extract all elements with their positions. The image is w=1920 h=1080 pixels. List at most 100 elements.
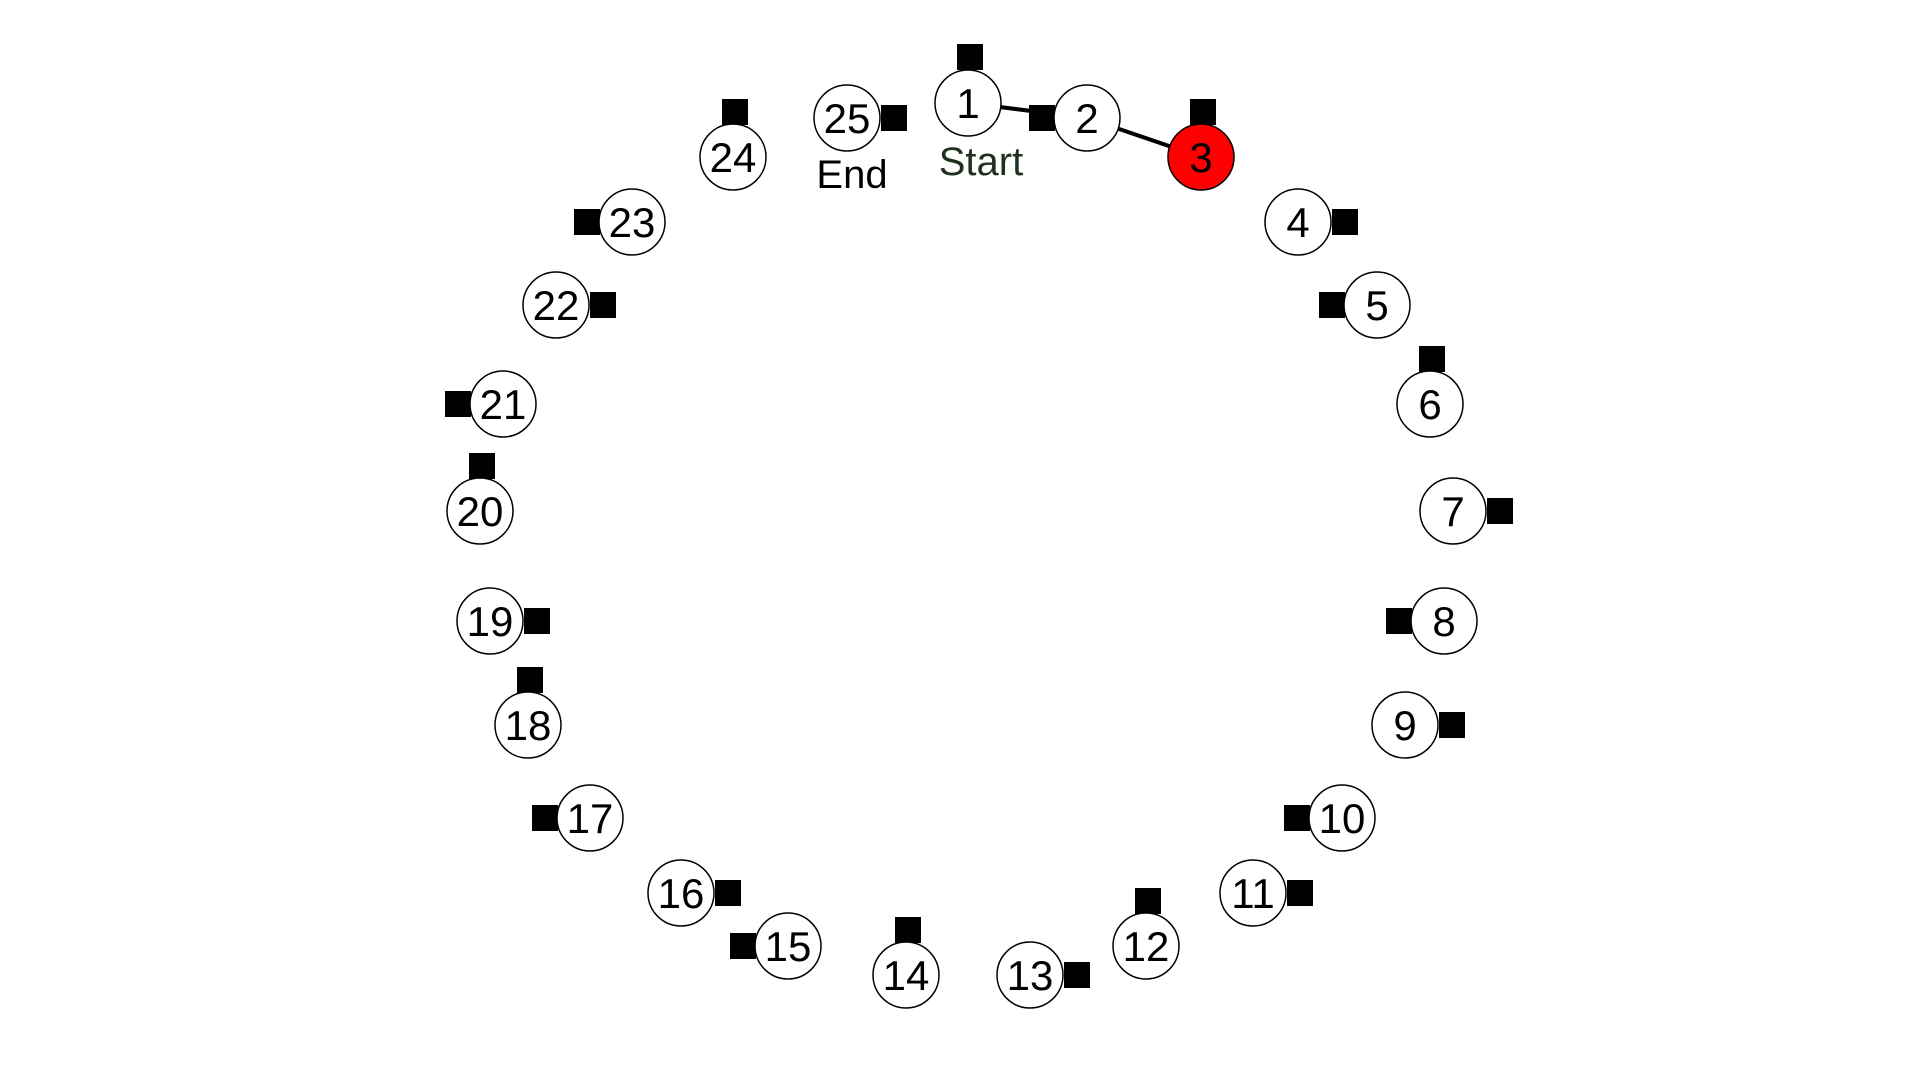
marker-square-15: [730, 933, 756, 959]
node-circle[interactable]: [813, 84, 881, 152]
marker-square-21: [445, 391, 471, 417]
node-1[interactable]: 1: [934, 69, 1002, 137]
node-label: 9: [1393, 702, 1416, 749]
node-15[interactable]: 15: [754, 912, 822, 980]
node-circle[interactable]: [1264, 188, 1332, 256]
node-label: 11: [1231, 870, 1275, 917]
marker-square-24: [722, 99, 748, 125]
marker-square-4: [1332, 209, 1358, 235]
marker-square-2: [1029, 105, 1055, 131]
node-label: 3: [1189, 134, 1212, 181]
node-7[interactable]: 7: [1419, 477, 1487, 545]
node-label: 16: [658, 870, 705, 917]
node-18[interactable]: 18: [494, 691, 562, 759]
marker-square-5: [1319, 292, 1345, 318]
node-4[interactable]: 4: [1264, 188, 1332, 256]
node-label: 17: [567, 795, 614, 842]
node-label: 2: [1075, 95, 1098, 142]
marker-square-13: [1064, 962, 1090, 988]
node-circle[interactable]: [469, 370, 537, 438]
marker-square-22: [590, 292, 616, 318]
marker-square-7: [1487, 498, 1513, 524]
node-label: 18: [505, 702, 552, 749]
node-label: 23: [609, 199, 656, 246]
node-label: 12: [1123, 923, 1170, 970]
marker-square-3: [1190, 99, 1216, 125]
marker-square-1: [957, 44, 983, 70]
node-25[interactable]: 25: [813, 84, 881, 152]
node-8[interactable]: 8: [1410, 587, 1478, 655]
node-label: 24: [710, 134, 757, 181]
node-3[interactable]: 3: [1167, 123, 1235, 191]
node-circle[interactable]: [1167, 123, 1235, 191]
marker-square-20: [469, 453, 495, 479]
node-17[interactable]: 17: [556, 784, 624, 852]
node-circle[interactable]: [647, 859, 715, 927]
end-label: End: [816, 153, 887, 197]
node-5[interactable]: 5: [1343, 271, 1411, 339]
marker-square-10: [1284, 805, 1310, 831]
node-11[interactable]: 11: [1219, 859, 1287, 927]
node-circle[interactable]: [996, 941, 1064, 1009]
node-21[interactable]: 21: [469, 370, 537, 438]
node-circle[interactable]: [754, 912, 822, 980]
node-label: 25: [824, 95, 871, 142]
node-label: 10: [1319, 795, 1366, 842]
marker-square-17: [532, 805, 558, 831]
node-circle[interactable]: [446, 477, 514, 545]
node-24[interactable]: 24: [699, 123, 767, 191]
node-circle[interactable]: [556, 784, 624, 852]
node-label: 20: [457, 488, 504, 535]
marker-square-8: [1386, 608, 1412, 634]
node-circle[interactable]: [1219, 859, 1287, 927]
marker-square-9: [1439, 712, 1465, 738]
node-circle[interactable]: [598, 188, 666, 256]
node-label: 15: [765, 923, 812, 970]
marker-square-25: [881, 105, 907, 131]
node-label: 5: [1365, 282, 1388, 329]
node-13[interactable]: 13: [996, 941, 1064, 1009]
node-circle[interactable]: [699, 123, 767, 191]
node-10[interactable]: 10: [1308, 784, 1376, 852]
marker-square-11: [1287, 880, 1313, 906]
node-circle[interactable]: [1371, 691, 1439, 759]
node-label: 6: [1418, 381, 1441, 428]
node-label: 4: [1286, 199, 1309, 246]
node-label: 7: [1441, 488, 1464, 535]
marker-square-14: [895, 917, 921, 943]
marker-square-18: [517, 667, 543, 693]
node-circle[interactable]: [872, 941, 940, 1009]
node-2[interactable]: 2: [1053, 84, 1121, 152]
node-12[interactable]: 12: [1112, 912, 1180, 980]
node-label: 14: [883, 952, 930, 999]
node-circle[interactable]: [1343, 271, 1411, 339]
node-circle[interactable]: [1396, 370, 1464, 438]
node-label: 1: [956, 80, 979, 127]
node-label: 13: [1007, 952, 1054, 999]
marker-square-23: [574, 209, 600, 235]
marker-square-16: [715, 880, 741, 906]
node-circle[interactable]: [1053, 84, 1121, 152]
node-circle[interactable]: [934, 69, 1002, 137]
node-23[interactable]: 23: [598, 188, 666, 256]
node-circle[interactable]: [1410, 587, 1478, 655]
node-22[interactable]: 22: [522, 271, 590, 339]
node-label: 19: [467, 598, 514, 645]
node-14[interactable]: 14: [872, 941, 940, 1009]
node-6[interactable]: 6: [1396, 370, 1464, 438]
node-label: 8: [1432, 598, 1455, 645]
marker-square-19: [524, 608, 550, 634]
node-circle[interactable]: [522, 271, 590, 339]
start-label: Start: [939, 140, 1023, 184]
node-20[interactable]: 20: [446, 477, 514, 545]
node-circle[interactable]: [1308, 784, 1376, 852]
node-19[interactable]: 19: [456, 587, 524, 655]
node-circle[interactable]: [456, 587, 524, 655]
node-circle[interactable]: [1419, 477, 1487, 545]
node-16[interactable]: 16: [647, 859, 715, 927]
node-circle[interactable]: [494, 691, 562, 759]
node-circle[interactable]: [1112, 912, 1180, 980]
node-9[interactable]: 9: [1371, 691, 1439, 759]
